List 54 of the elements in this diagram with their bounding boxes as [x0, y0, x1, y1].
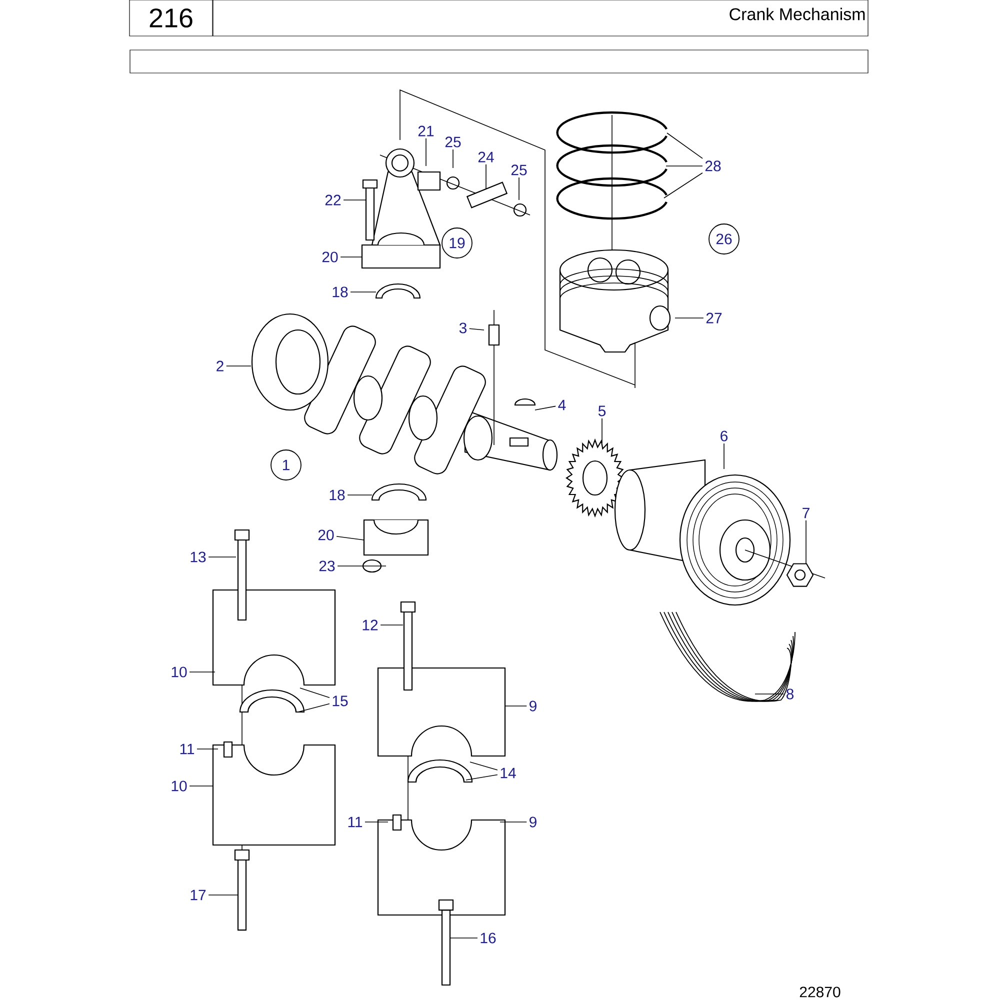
figure-number: 22870: [800, 986, 840, 998]
leader-line: [470, 762, 498, 770]
leader-line: [336, 536, 364, 540]
callout-number: 11: [180, 744, 194, 754]
callout-number: 2: [216, 360, 224, 372]
callout-number: 21: [418, 126, 434, 136]
callout-number: 9: [530, 700, 536, 712]
callout-number: 18: [332, 286, 348, 298]
leader-line: [534, 406, 556, 410]
circled-number: 19: [442, 228, 472, 258]
callout-number: 5: [598, 406, 606, 416]
leader-line: [518, 177, 520, 200]
callout-number: 24: [478, 152, 494, 162]
callout-number: 16: [480, 932, 496, 944]
leader-line: [347, 494, 372, 496]
callout-number: 25: [511, 164, 527, 176]
leader-line: [664, 172, 703, 198]
callout-number: 20: [322, 252, 338, 262]
leader-line: [452, 149, 454, 168]
callout-number: 27: [706, 312, 722, 324]
circled-number: 26: [708, 224, 740, 254]
callout-number: 12: [362, 620, 378, 630]
leader-line: [380, 624, 404, 626]
callout-number: 23: [319, 560, 335, 572]
leader-line: [466, 774, 498, 780]
leader-line: [340, 256, 362, 258]
circled-number: 1: [270, 450, 302, 480]
leader-line: [298, 703, 330, 712]
callout-number: 17: [190, 890, 206, 900]
callout-number: 10: [172, 666, 187, 678]
callout-number: 15: [332, 696, 348, 706]
leader-line: [300, 688, 330, 698]
leader-line: [208, 556, 236, 558]
callout-number: 14: [500, 768, 516, 778]
callout-number: 11: [348, 816, 362, 828]
callout-number: 7: [802, 508, 810, 518]
callout-number: 6: [720, 430, 728, 442]
leader-line: [196, 748, 218, 750]
callout-number: 9: [530, 816, 536, 828]
callout-number: 28: [705, 160, 721, 172]
callout-number: 18: [330, 490, 345, 500]
callout-number: 4: [558, 400, 566, 410]
leader-line: [468, 328, 484, 330]
callout-number: 10: [172, 780, 187, 792]
page-number-box: 216: [129, 0, 213, 36]
callout-number: 13: [190, 552, 206, 562]
callout-number: 3: [459, 322, 467, 334]
callout-number: 25: [445, 136, 461, 148]
callout-number: 8: [786, 688, 794, 700]
callout-number: 22: [325, 194, 341, 206]
title: Crank Mechanism: [730, 8, 865, 20]
callout-number: 20: [318, 530, 334, 540]
leader-line: [208, 894, 238, 896]
leader-line: [666, 132, 703, 159]
